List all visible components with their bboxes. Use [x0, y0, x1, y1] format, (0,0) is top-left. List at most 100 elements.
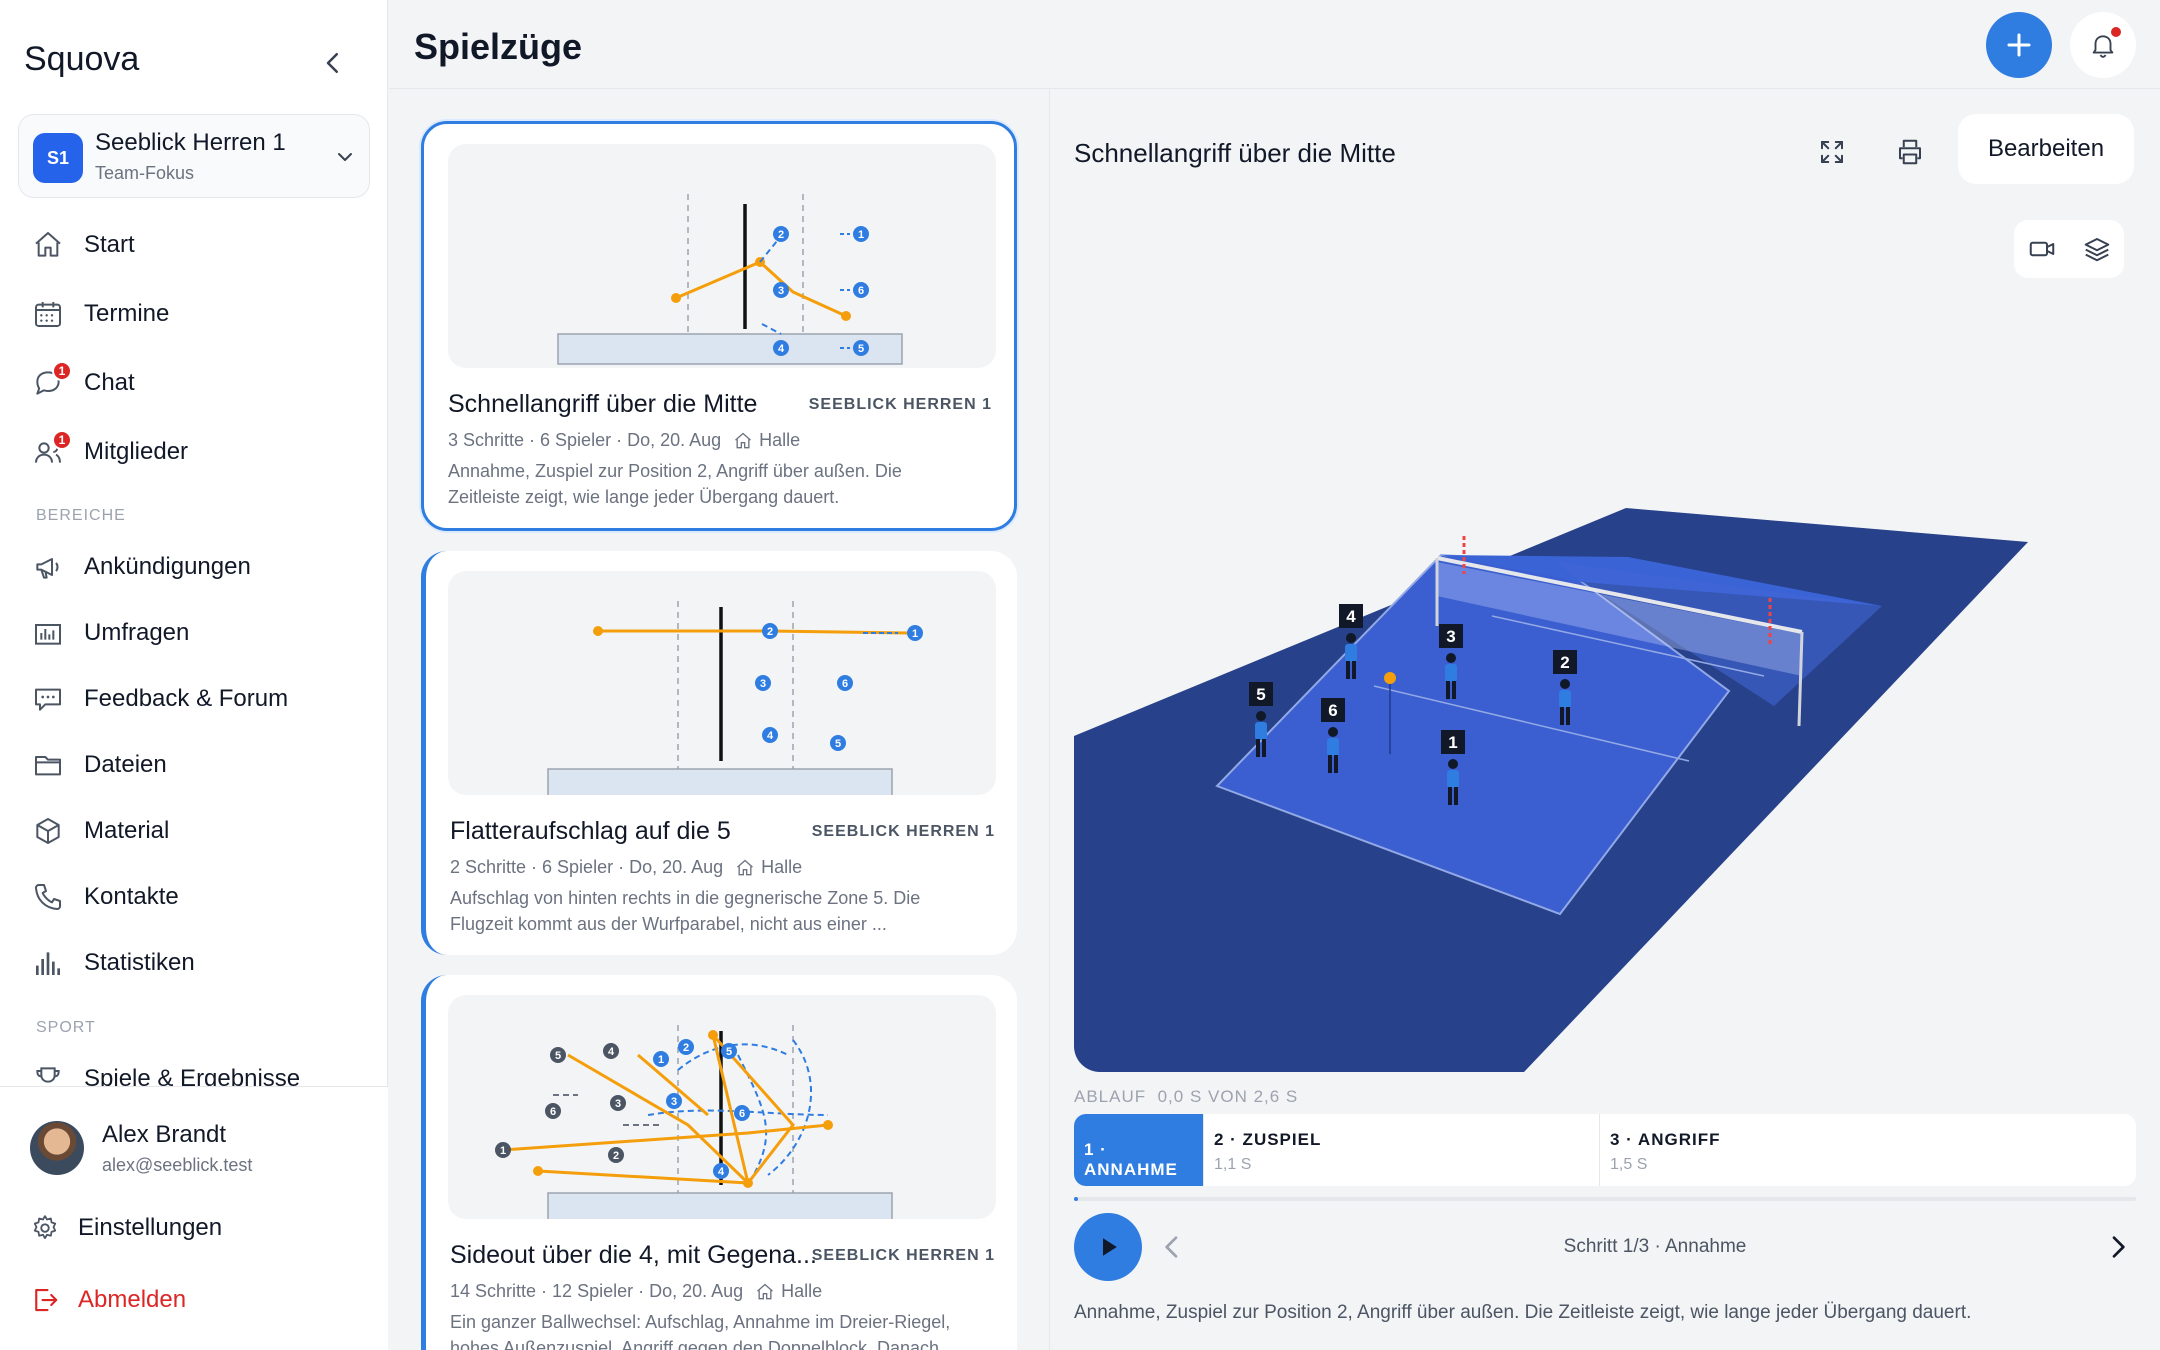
play-icon	[1103, 1238, 1117, 1256]
printer-icon	[1899, 139, 1921, 165]
play-location: Halle	[781, 1281, 823, 1301]
logout-icon	[35, 1288, 58, 1312]
svg-text:5: 5	[726, 1046, 732, 1058]
add-play-button[interactable]	[1986, 12, 2052, 78]
play-preview: 2 3 4 1 6 5	[448, 571, 996, 795]
timeline-step-2[interactable]: 2 · ZUSPIEL 1,1 S	[1204, 1114, 1600, 1186]
nav-item-termine[interactable]: Termine	[32, 294, 372, 334]
step-duration: 1,1 S	[1214, 1156, 1252, 1173]
play-location: Halle	[761, 857, 803, 877]
timeline-step-3[interactable]: 3 · ANGRIFF 1,5 S	[1600, 1114, 2136, 1186]
player-marker[interactable]: 6	[1318, 698, 1348, 778]
svg-text:1: 1	[500, 1145, 506, 1157]
nav-item-kontakte[interactable]: Kontakte	[32, 877, 372, 917]
play-card[interactable]: 2 3 4 1 6 5 Flatteraufschlag auf die 5 S…	[421, 551, 1017, 955]
timeline-time: 0,0 S VON 2,6 S	[1157, 1087, 1299, 1106]
team-subtitle: Team-Fokus	[95, 163, 195, 183]
team-switcher[interactable]: S1 Seeblick Herren 1 Team-Fokus	[18, 114, 370, 198]
player-marker[interactable]: 3	[1436, 624, 1466, 704]
play-description: Annahme, Zuspiel zur Position 2, Angriff…	[448, 461, 902, 507]
play-title: Sideout über die 4, mit Gegena...	[450, 1241, 817, 1269]
trophy-icon	[32, 1063, 64, 1086]
svg-text:3: 3	[615, 1098, 621, 1110]
home-icon	[32, 229, 64, 261]
nav-item-statistiken[interactable]: Statistiken	[32, 943, 372, 983]
step-indicator: Schritt 1/3 · Annahme	[1563, 1236, 1747, 1257]
player-number: 3	[1446, 627, 1455, 646]
avatar[interactable]	[30, 1121, 84, 1175]
court-3d-view[interactable]: 5 4 3 2 6 1	[1074, 206, 2136, 1072]
nav-item-chat[interactable]: 1 Chat	[32, 361, 372, 403]
team-name: Seeblick Herren 1	[95, 129, 286, 156]
notification-dot	[2111, 27, 2121, 37]
player-marker[interactable]: 1	[1438, 730, 1468, 810]
plus-icon	[2007, 33, 2031, 57]
svg-text:4: 4	[778, 343, 785, 355]
bell-icon	[2092, 35, 2114, 58]
layers-icon[interactable]	[2082, 234, 2112, 264]
svg-text:4: 4	[718, 1166, 725, 1178]
nav-item-feedback-forum[interactable]: Feedback & Forum	[32, 679, 372, 719]
viewport-toolbar	[2014, 220, 2124, 278]
play-meta: 14 Schritte · 12 Spieler · Do, 20. Aug H…	[450, 1281, 822, 1302]
nav-label: Mitglieder	[84, 438, 189, 465]
svg-text:3: 3	[671, 1096, 677, 1108]
svg-text:3: 3	[778, 285, 784, 297]
nav-item-start[interactable]: Start	[32, 225, 372, 265]
svg-text:1: 1	[658, 1054, 664, 1066]
nav-item-dateien[interactable]: Dateien	[32, 745, 372, 785]
nav-item-spiele-ergebnisse[interactable]: Spiele & Ergebnisse	[32, 1059, 372, 1086]
svg-text:2: 2	[767, 626, 773, 638]
nav-label: Ankündigungen	[84, 553, 251, 580]
settings-button[interactable]: Einstellungen	[30, 1213, 222, 1243]
play-card[interactable]: 5 4 3 6 2 1 2 1 5 3 6 4 Sideout über die…	[421, 975, 1017, 1350]
section-label-sport: SPORT	[36, 1019, 96, 1036]
brand-logo: Squova	[24, 40, 140, 78]
user-name: Alex Brandt	[102, 1121, 227, 1148]
chevron-down-icon	[338, 153, 352, 161]
user-email: alex@seeblick.test	[102, 1155, 253, 1175]
svg-text:6: 6	[858, 285, 864, 297]
previous-step-button[interactable]	[1156, 1230, 1188, 1264]
page-title: Spielzüge	[414, 26, 583, 67]
settings-label: Einstellungen	[78, 1214, 223, 1241]
play-button[interactable]	[1074, 1213, 1142, 1281]
nav-label: Spiele & Ergebnisse	[84, 1065, 301, 1086]
play-location: Halle	[759, 430, 801, 450]
detail-description: Annahme, Zuspiel zur Position 2, Angriff…	[1074, 1302, 1972, 1323]
detail-title: Schnellangriff über die Mitte	[1074, 138, 1396, 168]
nav-item-ankuendigungen[interactable]: Ankündigungen	[32, 547, 372, 587]
next-step-button[interactable]	[2102, 1230, 2134, 1264]
player-marker[interactable]: 4	[1336, 604, 1366, 684]
player-marker[interactable]: 2	[1550, 650, 1580, 730]
fullscreen-button[interactable]	[1810, 130, 1854, 174]
nav-item-material[interactable]: Material	[32, 811, 372, 851]
nav-label: Statistiken	[84, 949, 195, 976]
logout-button[interactable]: Abmelden	[30, 1285, 186, 1315]
box-icon	[32, 815, 64, 847]
play-meta-text: 3 Schritte · 6 Spieler · Do, 20. Aug	[448, 430, 722, 450]
play-team: SEEBLICK HERREN 1	[811, 823, 995, 840]
svg-text:5: 5	[858, 343, 864, 355]
nav-label: Feedback & Forum	[84, 685, 289, 712]
camera-icon[interactable]	[2027, 234, 2057, 264]
column-divider	[1049, 89, 1050, 1350]
play-card[interactable]: 2 3 4 1 6 5 Schnellangriff über die Mitt…	[421, 121, 1017, 531]
print-button[interactable]	[1888, 130, 1932, 174]
edit-button[interactable]: Bearbeiten	[1958, 114, 2134, 184]
svg-text:6: 6	[550, 1106, 556, 1118]
svg-text:4: 4	[767, 730, 774, 742]
nav-item-mitglieder[interactable]: 1 Mitglieder	[32, 430, 372, 472]
play-meta: 2 Schritte · 6 Spieler · Do, 20. Aug Hal…	[450, 857, 802, 878]
nav-item-umfragen[interactable]: Umfragen	[32, 613, 372, 653]
sidebar: Squova S1 Seeblick Herren 1 Team-Fokus S…	[0, 0, 388, 1350]
nav-label: Dateien	[84, 751, 167, 778]
notifications-button[interactable]	[2070, 12, 2136, 78]
player-marker[interactable]: 5	[1246, 682, 1276, 762]
svg-text:5: 5	[555, 1050, 561, 1062]
calendar-icon	[32, 298, 64, 330]
timeline-step-1[interactable]: 1 · ANNAHME	[1074, 1114, 1204, 1186]
playback-progress[interactable]	[1074, 1197, 2136, 1201]
collapse-sidebar-icon[interactable]	[318, 48, 348, 78]
svg-text:4: 4	[608, 1046, 615, 1058]
